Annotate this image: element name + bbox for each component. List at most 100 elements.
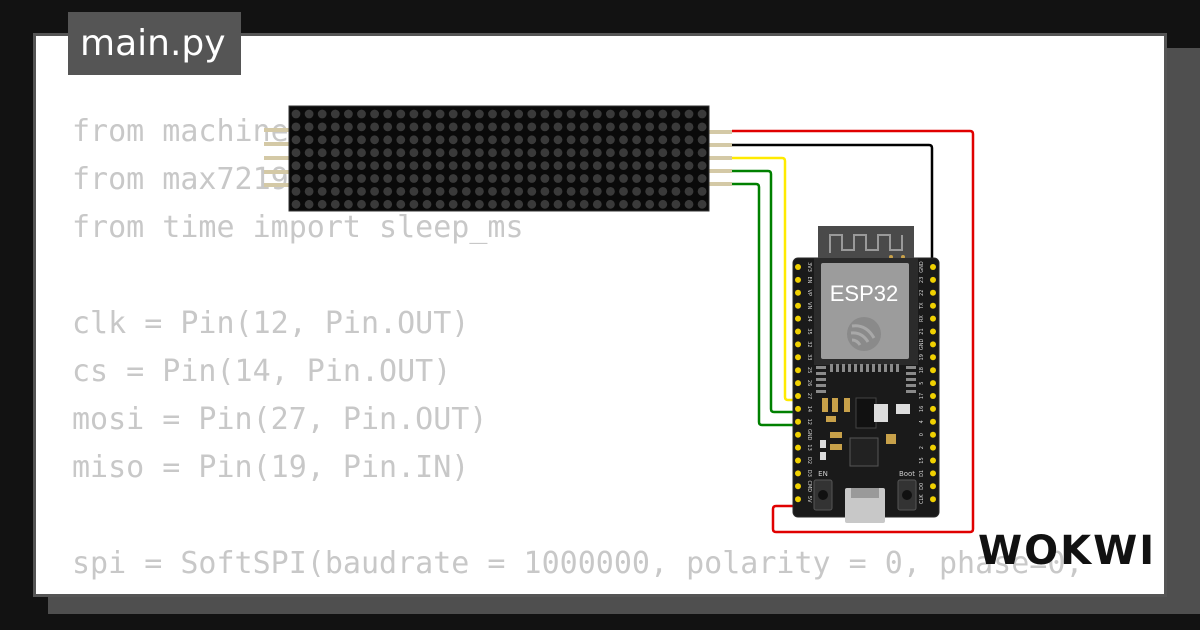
led-dot (330, 161, 340, 171)
wire-cs[interactable] (732, 169, 800, 414)
led-dot (317, 122, 327, 132)
header-pin[interactable] (930, 380, 936, 387)
led-dot (475, 199, 484, 209)
led-dot (645, 148, 655, 158)
led-dot (684, 109, 694, 119)
header-pin[interactable] (930, 354, 936, 361)
led-dot (514, 199, 524, 209)
header-pin[interactable] (795, 483, 801, 490)
wire-vcc[interactable] (732, 129, 975, 534)
header-pin-label: 34 (806, 315, 812, 321)
led-dot (422, 199, 432, 209)
header-pin[interactable] (795, 457, 801, 464)
led-dot (566, 135, 576, 145)
header-pin-label: TX (919, 302, 925, 310)
header-pin[interactable] (795, 470, 801, 477)
header-pin-label: EN (806, 276, 812, 283)
header-pin[interactable] (795, 367, 801, 374)
header-pin[interactable] (930, 341, 936, 348)
led-dot (461, 199, 471, 209)
header-pin[interactable] (795, 315, 801, 322)
led-dot (579, 187, 589, 196)
wokwi-logo: WOKWI (978, 528, 1157, 574)
header-pin[interactable] (930, 328, 936, 335)
led-dot (422, 161, 432, 171)
header-pin[interactable] (930, 289, 936, 296)
led-dot (553, 109, 563, 119)
header-pin-label: 17 (919, 393, 925, 399)
header-pin[interactable] (795, 380, 801, 387)
led-dot (383, 174, 393, 183)
led-dot (357, 122, 366, 132)
led-dot (357, 199, 366, 209)
led-dot (409, 109, 419, 119)
header-pin[interactable] (795, 264, 801, 270)
header-pin[interactable] (795, 328, 801, 335)
led-dot (291, 109, 301, 119)
header-pin[interactable] (930, 418, 936, 425)
led-dot (606, 199, 615, 209)
led-dot (579, 148, 589, 158)
header-pin[interactable] (930, 483, 936, 490)
header-pin-label: 5V (806, 496, 812, 503)
header-pin[interactable] (930, 276, 936, 283)
led-dot (697, 199, 707, 209)
header-pin[interactable] (795, 444, 801, 451)
header-pin[interactable] (930, 496, 936, 503)
header-pin-label: 15 (919, 457, 925, 463)
wire-din[interactable] (732, 156, 800, 402)
led-dot (304, 122, 314, 132)
esp32-board[interactable]: ESP32 EN (792, 226, 940, 523)
boot-button-cap (902, 490, 912, 500)
led-dot (658, 187, 668, 196)
header-pin[interactable] (795, 431, 801, 438)
file-tab[interactable]: main.py (68, 12, 241, 75)
led-dot (291, 161, 301, 171)
led-dot (291, 122, 301, 132)
led-dot (619, 199, 628, 209)
led-matrix[interactable] (288, 105, 710, 212)
header-pin[interactable] (795, 289, 801, 296)
led-dot (632, 199, 641, 209)
led-dot (370, 161, 379, 171)
led-dot (317, 161, 327, 171)
header-pin[interactable] (795, 418, 801, 425)
led-dot (619, 161, 628, 171)
header-pin[interactable] (930, 431, 936, 438)
led-dot (435, 148, 445, 158)
wire-gnd[interactable] (732, 143, 934, 268)
header-pin[interactable] (795, 276, 801, 283)
led-dot (396, 174, 406, 183)
header-pin[interactable] (930, 444, 936, 451)
header-pin[interactable] (930, 264, 936, 270)
led-dot (619, 174, 628, 183)
led-dot (304, 135, 314, 145)
led-dot (514, 187, 524, 196)
code-line-10: spi = SoftSPI(baudrate = 1000000, polari… (72, 546, 1084, 581)
header-pin[interactable] (930, 315, 936, 322)
led-dot (514, 135, 524, 145)
header-pin[interactable] (795, 354, 801, 361)
led-dot (684, 148, 694, 158)
led-dot (409, 122, 419, 132)
wire-clk[interactable] (732, 182, 800, 427)
led-dot (553, 199, 563, 209)
header-pin[interactable] (795, 393, 801, 399)
header-pin[interactable] (930, 470, 936, 477)
header-pin[interactable] (795, 302, 801, 309)
header-pin[interactable] (930, 457, 936, 464)
led-dot (370, 148, 379, 158)
led-dot (461, 135, 471, 145)
led-dot (448, 122, 458, 132)
header-pin[interactable] (795, 341, 801, 348)
header-pin[interactable] (930, 302, 936, 309)
led-dot (566, 199, 576, 209)
code-line-7: mosi = Pin(27, Pin.OUT) (72, 402, 488, 437)
header-pin[interactable] (930, 405, 936, 412)
header-pin[interactable] (930, 367, 936, 374)
led-dot (344, 109, 353, 119)
header-pin[interactable] (930, 393, 936, 399)
led-dot (632, 161, 641, 171)
header-pin[interactable] (795, 496, 801, 503)
header-pin[interactable] (795, 405, 801, 412)
